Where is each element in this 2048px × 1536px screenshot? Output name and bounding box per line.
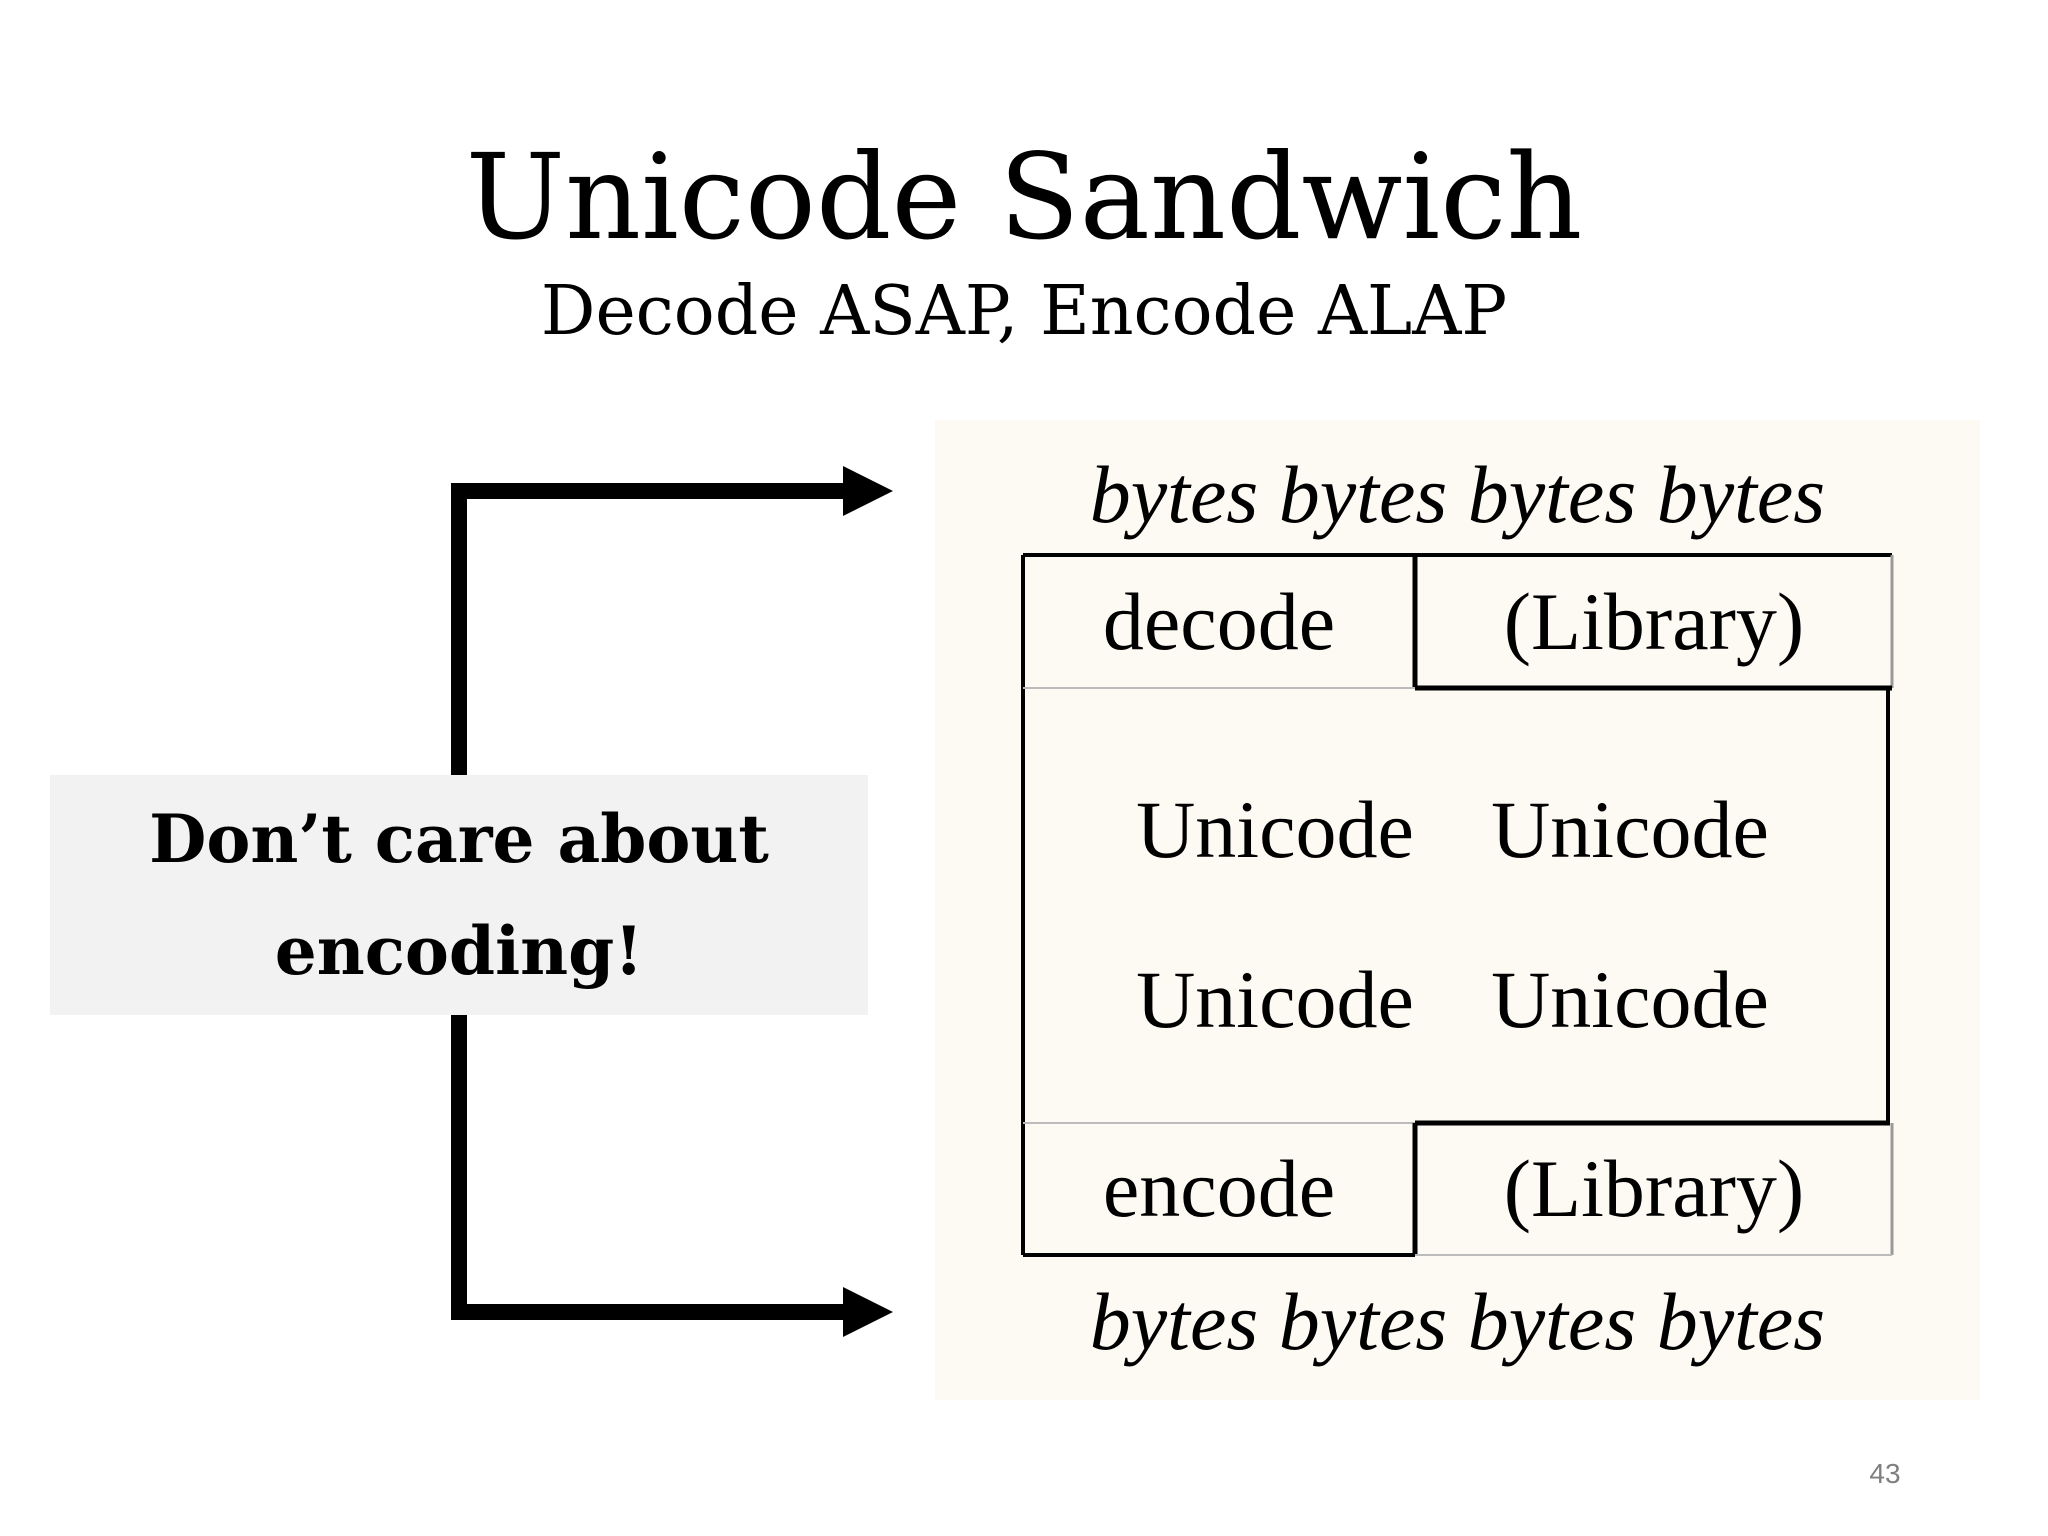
bracket-line (451, 483, 845, 1320)
library-top-cell: (Library) (1503, 575, 1805, 667)
slide-title: Unicode Sandwich (465, 128, 1583, 266)
callout-line-2: encoding! (274, 912, 644, 990)
library-bottom-cell: (Library) (1503, 1143, 1805, 1234)
unicode-cell: Unicode (1136, 784, 1414, 875)
sandwich-box-outline (1021, 553, 1894, 1257)
unicode-cell: Unicode (1136, 954, 1414, 1045)
slide-subtitle: Decode ASAP, Encode ALAP (540, 272, 1508, 351)
unicode-cell: Unicode (1491, 954, 1769, 1045)
callout-box: Don’t care about encoding! (50, 775, 868, 1015)
unicode-cell: Unicode (1491, 784, 1769, 875)
unicode-sandwich-figure: bytes bytes bytes bytes decode (Library)… (935, 420, 1980, 1400)
encode-cell: encode (1102, 1143, 1336, 1234)
callout-line-1: Don’t care about (149, 800, 769, 878)
arrow-head-bottom (843, 1287, 893, 1337)
arrow-head-top (843, 466, 893, 516)
bytes-top-label: bytes bytes bytes bytes (1089, 449, 1826, 540)
decode-cell: decode (1102, 575, 1336, 667)
page-number: 43 (1869, 1458, 1901, 1489)
bytes-bottom-label: bytes bytes bytes bytes (1089, 1276, 1826, 1367)
